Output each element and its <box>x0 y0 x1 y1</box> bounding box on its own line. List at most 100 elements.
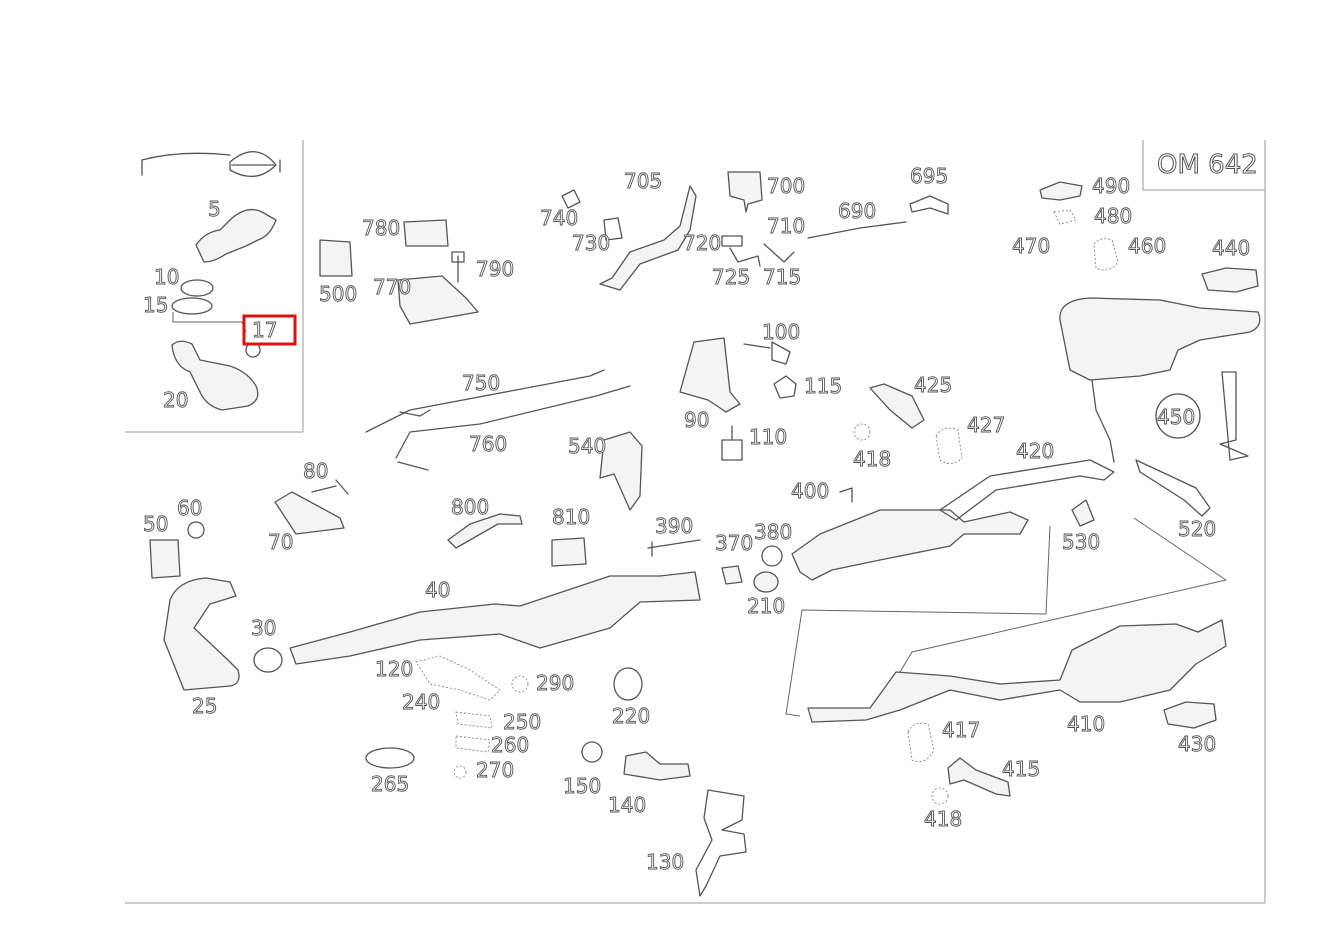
hanger-part-450 <box>1155 393 1201 439</box>
callout-400[interactable]: 400 <box>791 479 830 504</box>
engine-label: OM 642 <box>1157 150 1258 180</box>
callout-417[interactable]: 417 <box>942 718 981 743</box>
clamp-part-15 <box>171 297 213 315</box>
bracket-part-120 <box>415 655 501 701</box>
ring-part-380 <box>761 545 783 567</box>
callout-760[interactable]: 760 <box>469 432 508 457</box>
callout-440[interactable]: 440 <box>1212 236 1251 261</box>
callout-490[interactable]: 490 <box>1092 174 1131 199</box>
callout-290[interactable]: 290 <box>536 671 575 696</box>
screw-part-740 <box>561 189 581 209</box>
callout-265[interactable]: 265 <box>371 772 410 797</box>
callout-140[interactable]: 140 <box>608 793 647 818</box>
callout-418-lower[interactable]: 418 <box>924 807 963 832</box>
callout-460[interactable]: 460 <box>1128 234 1167 259</box>
sensor-part-760 <box>395 385 631 471</box>
callout-90[interactable]: 90 <box>684 408 710 433</box>
callout-418-upper[interactable]: 418 <box>853 447 892 472</box>
muffler-part-410 <box>807 619 1227 723</box>
callout-115[interactable]: 115 <box>804 374 843 399</box>
selected-part-highlight <box>242 314 297 346</box>
callout-695[interactable]: 695 <box>910 164 949 189</box>
callout-710[interactable]: 710 <box>767 214 806 239</box>
callout-240[interactable]: 240 <box>402 690 441 715</box>
callout-210[interactable]: 210 <box>747 594 786 619</box>
bracket-part-140 <box>623 751 691 781</box>
callout-60[interactable]: 60 <box>177 496 203 521</box>
screw-head-part-790 <box>451 251 465 263</box>
nut-part-290 <box>511 675 529 693</box>
diagram-frame <box>125 140 1266 904</box>
middle-muffler-section <box>647 459 1115 717</box>
callout-690[interactable]: 690 <box>838 199 877 224</box>
callout-430[interactable]: 430 <box>1178 732 1217 757</box>
callout-800[interactable]: 800 <box>451 495 490 520</box>
callout-410[interactable]: 410 <box>1067 712 1106 737</box>
callout-390[interactable]: 390 <box>655 514 694 539</box>
pipe-part-5 <box>195 208 277 263</box>
callout-25[interactable]: 25 <box>192 694 218 719</box>
nut-part-150 <box>581 741 603 763</box>
callout-700[interactable]: 700 <box>767 174 806 199</box>
pipe-part-upper <box>1091 379 1115 463</box>
callouts: 5 10 15 17 20 25 30 40 50 60 70 80 90 10… <box>143 164 1251 875</box>
callout-5[interactable]: 5 <box>208 197 222 222</box>
callout-380[interactable]: 380 <box>754 520 793 545</box>
pipe-part-40 <box>289 571 701 665</box>
ring-part-210 <box>753 571 779 593</box>
callout-780[interactable]: 780 <box>362 216 401 241</box>
callout-810[interactable]: 810 <box>552 505 591 530</box>
callout-120[interactable]: 120 <box>375 657 414 682</box>
callout-420[interactable]: 420 <box>1016 439 1055 464</box>
callout-100[interactable]: 100 <box>762 320 801 345</box>
callout-500[interactable]: 500 <box>319 282 358 307</box>
callout-260[interactable]: 260 <box>491 733 530 758</box>
tip-part-430 <box>1163 701 1217 729</box>
left-parts <box>149 479 701 691</box>
callout-150[interactable]: 150 <box>563 774 602 799</box>
clip-part-705 <box>603 217 623 241</box>
bracket-part-730 <box>599 185 697 291</box>
callout-750[interactable]: 750 <box>462 371 501 396</box>
callout-425[interactable]: 425 <box>914 373 953 398</box>
callout-520[interactable]: 520 <box>1178 517 1217 542</box>
engine-label-box: OM 642 <box>1142 140 1265 191</box>
callout-80[interactable]: 80 <box>303 459 329 484</box>
callout-30[interactable]: 30 <box>251 616 277 641</box>
callout-110[interactable]: 110 <box>749 425 788 450</box>
callout-450[interactable]: 450 <box>1157 405 1196 430</box>
muffler-part-400 <box>791 509 1029 581</box>
washer-part-480 <box>1053 209 1077 225</box>
callout-705[interactable]: 705 <box>624 169 663 194</box>
callout-720[interactable]: 720 <box>683 231 722 256</box>
callout-530[interactable]: 530 <box>1062 530 1101 555</box>
callout-50[interactable]: 50 <box>143 512 169 537</box>
callout-470[interactable]: 470 <box>1012 234 1051 259</box>
callout-70[interactable]: 70 <box>268 530 294 555</box>
callout-415[interactable]: 415 <box>1002 757 1041 782</box>
callout-17[interactable]: 17 <box>252 318 278 343</box>
callout-725[interactable]: 725 <box>712 265 751 290</box>
callout-40[interactable]: 40 <box>425 578 451 603</box>
callout-715[interactable]: 715 <box>763 265 802 290</box>
callout-730[interactable]: 730 <box>572 231 611 256</box>
callout-270[interactable]: 270 <box>476 758 515 783</box>
callout-740[interactable]: 740 <box>540 206 579 231</box>
callout-15[interactable]: 15 <box>143 293 169 318</box>
filter-part-25 <box>163 577 240 691</box>
screw-part-270 <box>453 765 467 779</box>
callout-480[interactable]: 480 <box>1094 204 1133 229</box>
callout-790[interactable]: 790 <box>476 257 515 282</box>
callout-370[interactable]: 370 <box>715 531 754 556</box>
callout-10[interactable]: 10 <box>154 265 180 290</box>
bracket-part-540 <box>599 431 643 511</box>
callout-250[interactable]: 250 <box>503 710 542 735</box>
bracket-part-520 <box>1135 459 1211 517</box>
callout-427[interactable]: 427 <box>967 413 1006 438</box>
callout-540[interactable]: 540 <box>568 434 607 459</box>
callout-220[interactable]: 220 <box>612 704 651 729</box>
callout-130[interactable]: 130 <box>646 850 685 875</box>
callout-770[interactable]: 770 <box>373 275 412 300</box>
pipe-part-690 <box>807 221 907 239</box>
callout-20[interactable]: 20 <box>163 388 189 413</box>
